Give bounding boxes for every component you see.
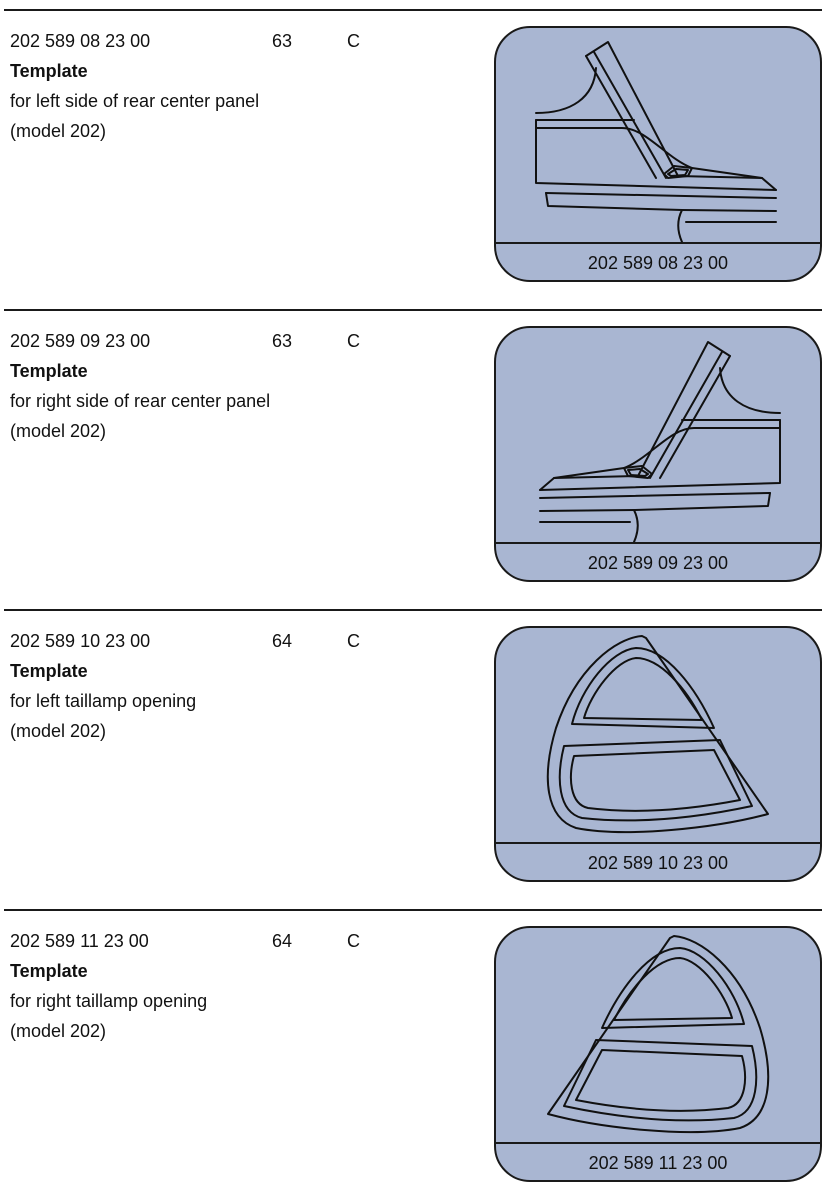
section-divider: [4, 309, 822, 311]
tool-description: for right side of rear center panel: [10, 391, 271, 411]
tool-illustration: 202 589 10 23 00: [494, 626, 822, 882]
catalog-entry: 202 589 10 23 00 64 C Template for left …: [0, 609, 830, 899]
rear-center-panel-right-drawing: [539, 341, 781, 542]
group-number: 63: [272, 31, 293, 51]
tool-name: Template: [10, 661, 88, 681]
model-note: (model 202): [10, 721, 107, 741]
tool-name: Template: [10, 361, 88, 381]
section-divider: [4, 609, 822, 611]
tool-illustration: 202 589 08 23 00: [494, 26, 822, 282]
figure-caption-bar: 202 589 10 23 00: [496, 842, 820, 880]
tool-name: Template: [10, 61, 88, 81]
tool-illustration: 202 589 11 23 00: [494, 926, 822, 1182]
figure-caption: 202 589 09 23 00: [587, 553, 729, 573]
tool-description: for left taillamp opening: [10, 691, 197, 711]
figure-caption-bar: 202 589 09 23 00: [496, 542, 820, 580]
section-divider: [4, 909, 822, 911]
model-note: (model 202): [10, 421, 107, 441]
tool-name: Template: [10, 961, 88, 981]
group-number: 63: [272, 331, 293, 351]
part-number: 202 589 09 23 00: [10, 331, 151, 351]
tool-illustration: 202 589 09 23 00: [494, 326, 822, 582]
figure-caption-bar: 202 589 11 23 00: [496, 1142, 820, 1180]
catalog-entry: 202 589 09 23 00 63 C Template for right…: [0, 309, 830, 599]
model-note: (model 202): [10, 121, 107, 141]
group-number: 64: [272, 931, 293, 951]
figure-caption-bar: 202 589 08 23 00: [496, 242, 820, 280]
class-code: C: [347, 931, 360, 951]
class-code: C: [347, 31, 360, 51]
figure-caption: 202 589 11 23 00: [588, 1153, 728, 1173]
part-number: 202 589 08 23 00: [10, 31, 151, 51]
part-number: 202 589 11 23 00: [10, 931, 149, 951]
group-number: 64: [272, 631, 293, 651]
tool-description: for left side of rear center panel: [10, 91, 260, 111]
figure-caption: 202 589 08 23 00: [587, 253, 729, 273]
section-divider: [4, 9, 822, 11]
part-number: 202 589 10 23 00: [10, 631, 151, 651]
taillamp-opening-left-drawing: [546, 635, 769, 834]
taillamp-opening-right-drawing: [547, 935, 770, 1134]
model-note: (model 202): [10, 1021, 107, 1041]
class-code: C: [347, 631, 360, 651]
catalog-entry: 202 589 11 23 00 64 C Template for right…: [0, 909, 830, 1199]
figure-caption: 202 589 10 23 00: [587, 853, 729, 873]
class-code: C: [347, 331, 360, 351]
rear-center-panel-left-drawing: [535, 41, 777, 242]
tool-description: for right taillamp opening: [10, 991, 208, 1011]
catalog-entry: 202 589 08 23 00 63 C Template for left …: [0, 9, 830, 299]
